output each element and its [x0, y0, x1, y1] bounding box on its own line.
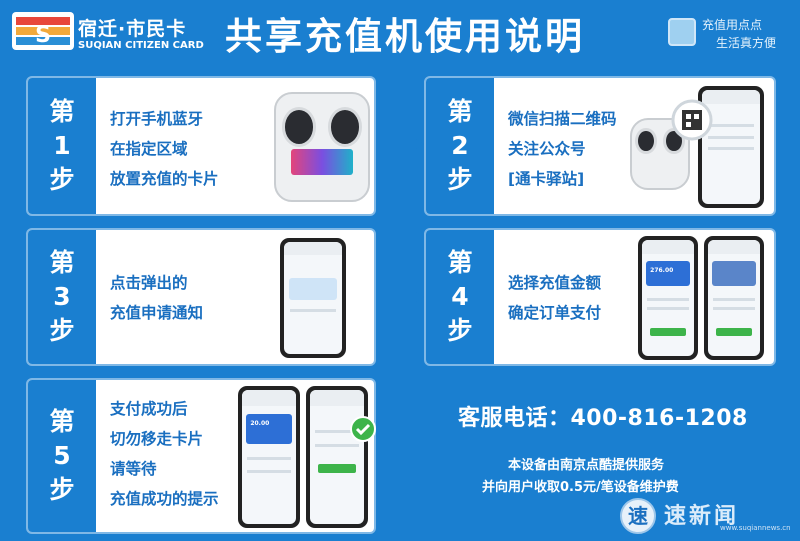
step-5-amount: 20.00 [250, 420, 270, 428]
svg-text:S: S [35, 23, 51, 48]
step-3-badge: 第 3 步 [28, 230, 96, 364]
notification-phone-image [280, 238, 346, 358]
step-5-line-4: 充值成功的提示 [110, 490, 219, 508]
step-5-line-2: 切勿移走卡片 [110, 430, 204, 448]
step-4-badge: 第 4 步 [426, 230, 494, 364]
step-2-char1: 第 [447, 97, 473, 126]
header: S 宿迁·市民卡 SUQIAN CITIZEN CARD 共享充值机使用说明 充… [0, 0, 800, 68]
service-info: 客服电话：400-816-1208 本设备由南京点酷提供服务 并向用户收取0.5… [430, 384, 790, 534]
paying-phone-image: 20.00 [238, 386, 300, 528]
step-2-text: 微信扫描二维码 关注公众号 [通卡驿站] [508, 104, 617, 194]
amount-select-phone-image: 276.00 [638, 236, 698, 360]
step-4-text: 选择充值金额 确定订单支付 [508, 268, 601, 328]
slogan: 充值用点点 生活真方便 [662, 14, 790, 54]
watermark-text: 速新闻 [664, 504, 740, 529]
slogan-line-2: 生活真方便 [716, 36, 777, 50]
step-3-line-2: 充值申请通知 [110, 304, 204, 322]
arrow-icon [378, 138, 424, 154]
step-2-char2: 步 [447, 165, 473, 194]
service-note-provider: 本设备由南京点酷提供服务 [508, 458, 665, 473]
slogan-line-1: 充值用点点 [702, 18, 763, 32]
success-phone-image [306, 386, 368, 528]
step-1-panel: 第 1 步 打开手机蓝牙 在指定区域 放置充值的卡片 [26, 76, 376, 216]
step-4-line-1: 选择充值金额 [508, 274, 602, 292]
wechat-scan-phone-image [698, 86, 764, 208]
step-5-text: 支付成功后 切勿移走卡片 请等待 充值成功的提示 [110, 394, 219, 514]
step-2-line-3: [通卡驿站] [508, 170, 585, 188]
step-5-char2: 步 [49, 475, 75, 504]
step-2-line-2: 关注公众号 [508, 140, 586, 158]
news-logo-icon: 速 [620, 498, 656, 534]
service-hotline: 客服电话：400-816-1208 [458, 406, 748, 431]
step-1-text: 打开手机蓝牙 在指定区域 放置充值的卡片 [110, 104, 219, 194]
step-5-line-3: 请等待 [110, 460, 157, 478]
news-watermark: 速 速新闻 www.suqiannews.cn [620, 496, 791, 536]
step-1-char1: 第 [49, 97, 75, 126]
card-logo-icon: S [12, 12, 74, 50]
step-3-text: 点击弹出的 充值申请通知 [110, 268, 203, 328]
logo-chinese-name: 宿迁·市民卡 [78, 18, 187, 40]
step-1-line-1: 打开手机蓝牙 [110, 110, 204, 128]
charging-machine-image [274, 92, 370, 202]
service-note-fee: 并向用户收取0.5元/笔设备维护费 [482, 480, 679, 495]
step-3-number: 3 [53, 282, 71, 311]
step-1-char2: 步 [49, 165, 75, 194]
step-5-line-1: 支付成功后 [110, 400, 188, 418]
step-3-line-1: 点击弹出的 [110, 274, 188, 292]
step-2-line-1: 微信扫描二维码 [508, 110, 617, 128]
step-1-number: 1 [53, 131, 71, 160]
step-5-badge: 第 5 步 [28, 380, 96, 532]
step-3-char1: 第 [49, 248, 75, 277]
step-4-amount: 276.00 [650, 266, 674, 274]
step-3-panel: 第 3 步 点击弹出的 充值申请通知 [26, 228, 376, 366]
step-4-line-2: 确定订单支付 [508, 304, 602, 322]
arrow-icon [378, 291, 424, 307]
slogan-card-icon [668, 18, 696, 46]
step-5-char1: 第 [49, 407, 75, 436]
pay-amount-card: 20.00 [246, 414, 292, 444]
step-4-char1: 第 [447, 248, 473, 277]
step-4-number: 4 [451, 282, 469, 311]
step-1-line-3: 放置充值的卡片 [110, 170, 219, 188]
step-2-badge: 第 2 步 [426, 78, 494, 214]
page-title: 共享充值机使用说明 [225, 15, 585, 58]
step-4-char2: 步 [447, 316, 473, 345]
step-1-line-2: 在指定区域 [110, 140, 188, 158]
logo-english-name: SUQIAN CITIZEN CARD [78, 40, 204, 51]
step-3-char2: 步 [49, 316, 75, 345]
watermark-url: www.suqiannews.cn [720, 524, 791, 532]
success-check-icon [350, 416, 376, 442]
step-2-number: 2 [451, 131, 469, 160]
step-5-number: 5 [53, 441, 71, 470]
order-pay-phone-image [704, 236, 764, 360]
qr-magnifier-icon [671, 99, 713, 141]
step-2-panel: 第 2 步 微信扫描二维码 关注公众号 [通卡驿站] [424, 76, 776, 216]
step-5-panel: 第 5 步 支付成功后 切勿移走卡片 请等待 充值成功的提示 20.00 [26, 378, 376, 534]
citizen-card-logo: S 宿迁·市民卡 SUQIAN CITIZEN CARD [12, 10, 204, 58]
amount-card: 276.00 [646, 260, 690, 287]
step-4-panel: 第 4 步 选择充值金额 确定订单支付 276.00 [424, 228, 776, 366]
step-1-badge: 第 1 步 [28, 78, 96, 214]
